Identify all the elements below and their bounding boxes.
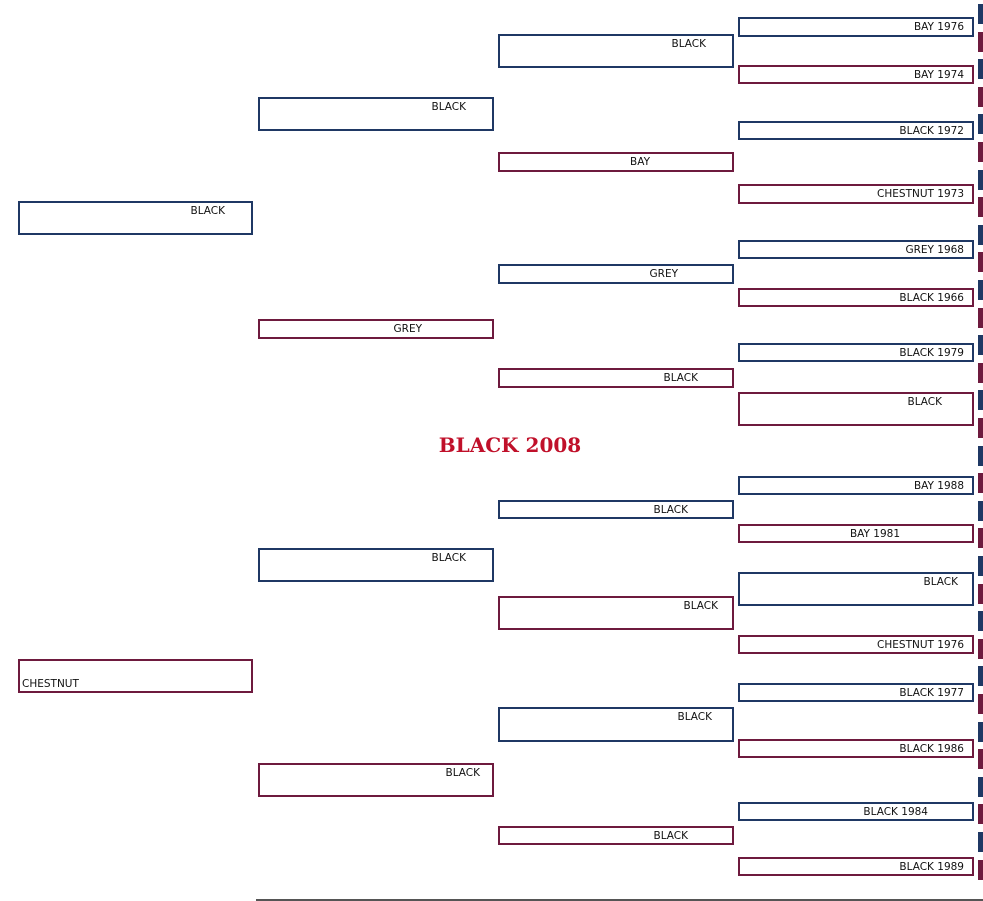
gen5-box-edge[interactable] xyxy=(978,362,983,383)
gen5-box-edge[interactable] xyxy=(978,666,983,687)
gen4-box[interactable]: BLACK 1966 xyxy=(738,288,974,307)
gen5-box-edge[interactable] xyxy=(978,694,983,714)
horse-label: BAY 1974 xyxy=(913,69,964,81)
gen2-box[interactable]: GREY xyxy=(258,319,494,339)
horse-label: CHESTNUT xyxy=(22,678,79,690)
gen4-box[interactable]: BLACK 1979 xyxy=(738,343,974,362)
horse-label: BLACK xyxy=(431,552,466,564)
gen4-box[interactable]: GREY 1968 xyxy=(738,240,974,259)
gen5-box-edge[interactable] xyxy=(978,804,983,825)
gen5-box-edge[interactable] xyxy=(978,307,983,328)
gen3-box[interactable]: BLACK xyxy=(498,500,734,519)
gen5-box-edge[interactable] xyxy=(978,4,983,24)
gen5-box-edge[interactable] xyxy=(978,528,983,549)
horse-label: BLACK 1979 xyxy=(899,347,964,359)
horse-label: BLACK 1986 xyxy=(899,743,964,755)
horse-label: BAY 1981 xyxy=(849,528,900,540)
gen5-box-edge[interactable] xyxy=(978,169,983,190)
gen4-box[interactable]: BLACK 1984 xyxy=(738,802,974,821)
gen5-box-edge[interactable] xyxy=(978,335,983,356)
gen4-box[interactable]: BAY 1974 xyxy=(738,65,974,84)
gen5-box-edge[interactable] xyxy=(978,197,983,218)
horse-label: BLACK xyxy=(683,600,718,612)
gen3-box[interactable]: BLACK xyxy=(498,596,734,630)
horse-label: BAY 1976 xyxy=(913,21,964,33)
horse-label: BLACK 1977 xyxy=(899,687,964,699)
gen4-box[interactable]: BLACK 1977 xyxy=(738,683,974,702)
gen5-box-edge[interactable] xyxy=(978,31,983,52)
gen5-box-edge[interactable] xyxy=(978,86,983,107)
gen2-box[interactable]: BLACK xyxy=(258,763,494,797)
horse-label: CHESTNUT 1973 xyxy=(877,188,964,200)
gen4-box[interactable]: BLACK 1986 xyxy=(738,739,974,758)
horse-label: BLACK xyxy=(907,396,942,408)
gen5-box-edge[interactable] xyxy=(978,224,983,245)
dam-box[interactable]: CHESTNUT xyxy=(18,659,253,693)
gen5-box-edge[interactable] xyxy=(978,418,983,438)
gen5-box-edge[interactable] xyxy=(978,390,983,411)
horse-label: BLACK xyxy=(671,38,706,50)
horse-label: GREY xyxy=(649,268,678,280)
divider xyxy=(256,899,983,901)
gen5-box-edge[interactable] xyxy=(978,721,983,742)
gen2-box[interactable]: BLACK xyxy=(258,548,494,582)
gen5-box-edge[interactable] xyxy=(978,114,983,135)
gen5-box-edge[interactable] xyxy=(978,859,983,880)
gen4-box[interactable]: BLACK 1989 xyxy=(738,857,974,876)
gen3-box[interactable]: BLACK xyxy=(498,34,734,68)
gen4-box[interactable]: BLACK xyxy=(738,392,974,426)
gen5-box-edge[interactable] xyxy=(978,556,983,576)
horse-label: BLACK xyxy=(677,711,712,723)
horse-label: GREY xyxy=(393,323,422,335)
horse-label: BLACK 1989 xyxy=(899,861,964,873)
gen4-box[interactable]: BAY 1981 xyxy=(738,524,974,543)
horse-label: BLACK xyxy=(923,576,958,588)
gen3-box[interactable]: GREY xyxy=(498,264,734,284)
gen3-box[interactable]: BLACK xyxy=(498,368,734,388)
gen5-box-edge[interactable] xyxy=(978,749,983,770)
gen4-box[interactable]: BAY 1988 xyxy=(738,476,974,495)
gen5-box-edge[interactable] xyxy=(978,611,983,632)
horse-label: BLACK xyxy=(653,504,688,516)
gen5-box-edge[interactable] xyxy=(978,473,983,494)
gen5-box-edge[interactable] xyxy=(978,280,983,300)
horse-label: BLACK xyxy=(190,205,225,217)
gen5-box-edge[interactable] xyxy=(978,59,983,80)
gen4-box[interactable]: CHESTNUT 1976 xyxy=(738,635,974,654)
gen4-box[interactable]: BLACK xyxy=(738,572,974,606)
gen5-box-edge[interactable] xyxy=(978,500,983,521)
horse-label: BLACK 1966 xyxy=(899,292,964,304)
gen4-box[interactable]: BAY 1976 xyxy=(738,17,974,37)
horse-label: BAY 1988 xyxy=(913,480,964,492)
horse-label: BLACK xyxy=(653,830,688,842)
gen5-box-edge[interactable] xyxy=(978,583,983,604)
gen4-box[interactable]: BLACK 1972 xyxy=(738,121,974,140)
gen2-box[interactable]: BLACK xyxy=(258,97,494,131)
horse-label: BAY xyxy=(630,156,650,168)
gen5-box-edge[interactable] xyxy=(978,832,983,852)
gen5-box-edge[interactable] xyxy=(978,252,983,273)
gen3-box[interactable]: BAY xyxy=(498,152,734,172)
pedigree-title: BLACK 2008 xyxy=(438,433,582,457)
gen3-box[interactable]: BLACK xyxy=(498,707,734,742)
gen3-box[interactable]: BLACK xyxy=(498,826,734,845)
horse-label: GREY 1968 xyxy=(905,244,964,256)
gen5-box-edge[interactable] xyxy=(978,142,983,162)
gen5-box-edge[interactable] xyxy=(978,638,983,659)
sire-box[interactable]: BLACK xyxy=(18,201,253,235)
horse-label: BLACK xyxy=(431,101,466,113)
gen4-box[interactable]: CHESTNUT 1973 xyxy=(738,184,974,204)
horse-label: BLACK 1984 xyxy=(863,806,928,818)
gen5-box-edge[interactable] xyxy=(978,776,983,797)
gen5-box-edge[interactable] xyxy=(978,445,983,466)
horse-label: BLACK 1972 xyxy=(899,125,964,137)
horse-label: BLACK xyxy=(445,767,480,779)
horse-label: CHESTNUT 1976 xyxy=(877,639,964,651)
horse-label: BLACK xyxy=(663,372,698,384)
